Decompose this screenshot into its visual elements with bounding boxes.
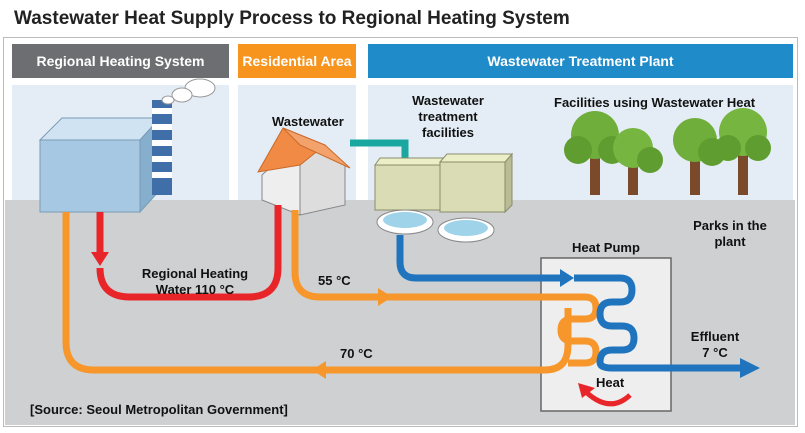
section-treatment-plant: Wastewater Treatment Plant — [368, 44, 793, 78]
label-parks-line-1: Parks in the — [693, 218, 767, 233]
label-wastewater: Wastewater — [272, 114, 344, 129]
heat-arrowhead — [578, 383, 595, 398]
label-treatment-line-1: Wastewater — [412, 93, 484, 108]
orange-70-arrowhead — [312, 361, 326, 379]
orange-55-arrowhead — [378, 288, 392, 306]
treatment-building-1 — [374, 156, 446, 212]
blue-heat-coil — [574, 274, 745, 372]
chimney — [152, 100, 172, 195]
source-note: [Source: Seoul Metropolitan Government] — [30, 402, 288, 417]
treatment-building-2 — [438, 152, 514, 214]
label-regional-water-line-1: Regional Heating — [141, 266, 249, 281]
heating-plant-building — [38, 116, 162, 214]
tree-4 — [715, 108, 771, 195]
label-effluent: Effluent 7 °C — [680, 329, 750, 361]
label-temp-70: 70 °C — [340, 346, 373, 361]
effluent-arrowhead — [740, 358, 760, 378]
blue-pipe-wastewater — [396, 235, 568, 282]
label-effluent-line-1: Effluent — [690, 329, 740, 344]
page-title: Wastewater Heat Supply Process to Region… — [14, 8, 570, 29]
label-facilities-heat: Facilities using Wastewater Heat — [554, 95, 756, 110]
section-residential-area: Residential Area — [238, 44, 356, 78]
label-effluent-line-2: 7 °C — [702, 345, 728, 360]
tree-1 — [564, 111, 626, 195]
label-heat-pump: Heat Pump — [572, 240, 640, 255]
label-treatment-line-3: facilities — [421, 125, 475, 140]
tree-3 — [673, 118, 726, 195]
orange-heat-coil — [557, 293, 600, 367]
label-regional-water-line-2: Water 110 °C — [155, 282, 235, 297]
settling-tanks — [376, 209, 495, 243]
red-pipe-arrowhead — [91, 252, 109, 266]
label-heat: Heat — [596, 375, 625, 390]
heat-transfer-arrow — [584, 390, 632, 407]
label-treatment-facilities: Wastewater treatment facilities — [402, 93, 494, 141]
orange-pipe-55 — [291, 210, 568, 301]
red-pipe-return — [96, 205, 282, 301]
section-regional-heating: Regional Heating System — [12, 44, 229, 78]
label-temp-55: 55 °C — [318, 273, 351, 288]
smoke-cloud — [161, 78, 216, 105]
label-parks-line-2: plant — [714, 234, 746, 249]
blue-inflow-arrowhead — [560, 269, 574, 287]
label-treatment-line-2: treatment — [418, 109, 478, 124]
tree-2 — [613, 128, 663, 195]
house — [257, 127, 351, 216]
label-parks: Parks in the plant — [680, 218, 780, 250]
label-regional-water: Regional Heating Water 110 °C — [135, 266, 255, 298]
